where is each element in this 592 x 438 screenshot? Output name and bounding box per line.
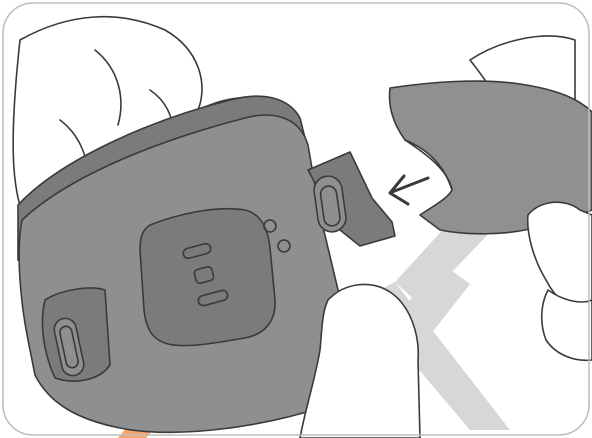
strap-connector-icon bbox=[42, 288, 110, 381]
sensor-plate bbox=[140, 209, 275, 346]
